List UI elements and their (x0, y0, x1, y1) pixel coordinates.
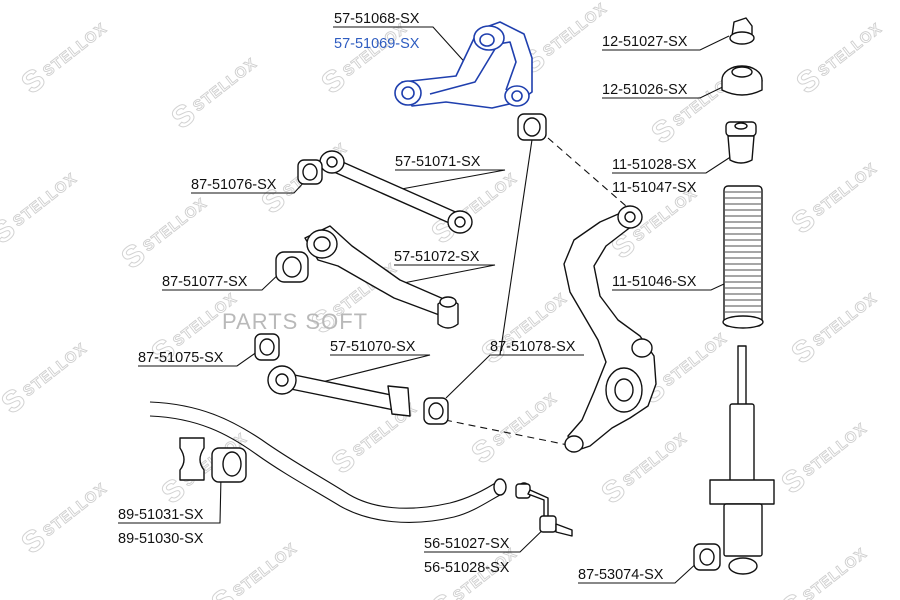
label-rear-link: 57-51071-SX (395, 154, 481, 170)
label-nut: 12-51027-SX (602, 34, 688, 50)
svg-text:STELLOX: STELLOX (660, 330, 730, 390)
label-bump-stop-b: 11-51047-SX (612, 180, 697, 196)
svg-text:STELLOX: STELLOX (20, 340, 90, 400)
svg-text:STELLOX: STELLOX (40, 20, 110, 80)
knuckle-upper-bush (517, 113, 547, 141)
label-dust-boot: 11-51046-SX (612, 274, 697, 290)
lower-control-arm (304, 225, 459, 329)
alignment-dash-lines (444, 137, 627, 446)
shock-bush (693, 543, 721, 571)
svg-text:STELLOX: STELLOX (810, 160, 880, 220)
label-toe-link-bush: 87-51075-SX (138, 350, 224, 366)
toe-link (267, 365, 411, 417)
strut-bump-stop (725, 121, 757, 164)
stabilizer-bar (149, 401, 507, 523)
part-labels: 57-51068-SX 57-51069-SX 12-51027-SX 12-5… (118, 11, 697, 583)
svg-text:STELLOX: STELLOX (490, 390, 560, 450)
svg-text:STELLOX: STELLOX (140, 195, 210, 255)
svg-text:STELLOX: STELLOX (40, 480, 110, 540)
strut-nut (729, 17, 755, 45)
stabilizer-bush (179, 437, 247, 483)
shock-absorber (709, 345, 775, 575)
label-rear-link-bush: 87-51076-SX (191, 177, 277, 193)
label-knuckle-bush: 87-51078-SX (490, 339, 576, 355)
svg-text:STELLOX: STELLOX (800, 420, 870, 480)
label-lower-arm-bush: 87-51077-SX (162, 274, 248, 290)
label-stab-link-a: 56-51027-SX (424, 536, 510, 552)
lower-arm-bush (275, 251, 309, 283)
svg-text:STELLOX: STELLOX (800, 545, 870, 600)
label-upper-arm-b: 57-51069-SX (334, 36, 420, 52)
svg-text:STELLOX: STELLOX (190, 55, 260, 115)
svg-text:STELLOX: STELLOX (620, 430, 690, 490)
label-upper-arm-a: 57-51068-SX (334, 11, 420, 27)
strut-dust-boot (722, 185, 764, 329)
label-lower-arm: 57-51072-SX (394, 249, 480, 265)
rear-link (319, 150, 473, 234)
svg-text:STELLOX: STELLOX (810, 290, 880, 350)
label-stab-bush-b: 89-51030-SX (118, 531, 204, 547)
label-bump-stop-a: 11-51028-SX (612, 157, 697, 173)
svg-text:STELLOX: STELLOX (815, 20, 885, 80)
toe-link-bush (254, 333, 280, 361)
label-stab-link-b: 56-51028-SX (424, 560, 510, 576)
label-shock-bush: 87-53074-SX (578, 567, 664, 583)
brand-watermark: PARTS SOFT (222, 309, 368, 334)
label-top-mount: 12-51026-SX (602, 82, 688, 98)
rear-link-bush (297, 159, 323, 185)
svg-text:STELLOX: STELLOX (230, 540, 300, 600)
stabilizer-link (515, 482, 573, 537)
label-stab-bush-a: 89-51031-SX (118, 507, 204, 523)
label-toe-link: 57-51070-SX (330, 339, 416, 355)
knuckle (563, 205, 657, 453)
upper-control-arm (394, 21, 533, 109)
strut-top-mount (721, 65, 763, 96)
knuckle-lower-bush (423, 397, 449, 425)
svg-text:STELLOX: STELLOX (10, 170, 80, 230)
svg-text:STELLOX: STELLOX (540, 0, 610, 60)
